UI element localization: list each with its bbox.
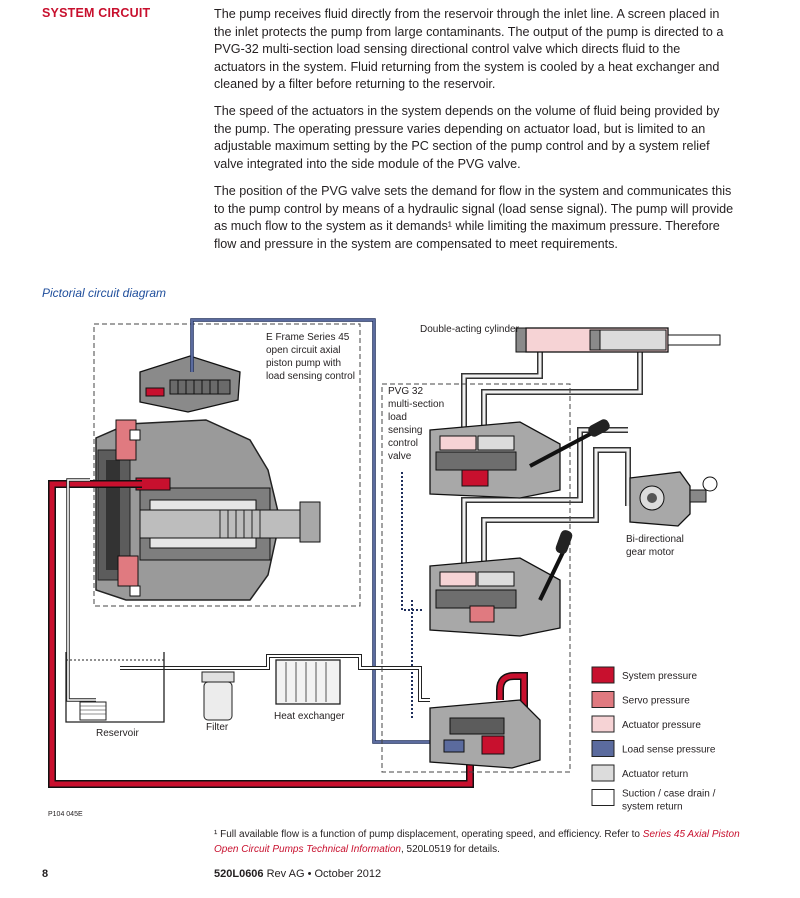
legend-swatch-3 [591,740,615,757]
footnote-text-before: Full available flow is a function of pum… [217,829,643,840]
legend-label-4: Actuator return [622,769,688,780]
pump-label: E Frame Series 45 open circuit axial pis… [266,332,355,382]
filter-label: Filter [206,722,229,733]
legend-label-2: Actuator pressure [622,720,701,731]
legend-swatch-2 [591,715,615,733]
paragraph-1: The pump receives fluid directly from th… [214,7,724,92]
legend-label-0: System pressure [622,671,697,682]
legend-swatch-4 [591,764,615,782]
doc-code: 520L0606 [214,868,264,880]
figure-id: P104 045E [48,811,83,818]
page-number: 8 [42,868,49,880]
figure-caption: Pictorial circuit diagram [42,286,167,300]
cylinder-label: Double-acting cylinder [420,324,520,335]
reservoir [65,652,165,723]
legend-swatch-0 [591,666,615,684]
double-acting-cylinder [515,327,721,353]
filter [201,671,235,721]
legend-label-5: Suction / case drain /system return [622,789,716,813]
paragraph-2: The speed of the actuators in the system… [214,104,720,171]
legend-label-1: Servo pressure [622,696,690,707]
pvg-label: PVG 32 multi-section load sensing contro… [388,386,447,462]
pictorial-circuit-diagram: E Frame Series 45 open circuit axial pis… [48,318,721,818]
load-sense-line [190,318,440,744]
doc-revision: Rev AG • October 2012 [263,868,382,880]
legend-label-3: Load sense pressure [622,745,716,756]
doc-reference: 520L0606 Rev AG • October 2012 [214,868,381,880]
legend-swatch-5 [591,789,615,806]
heat-exchanger-label: Heat exchanger [274,711,345,722]
heat-exchanger [275,659,341,705]
footnote-ref-link[interactable]: Series 45 Axial Piston Open Circuit Pump… [214,829,740,855]
legend-swatch-1 [591,691,615,708]
section-title: SYSTEM CIRCUIT [42,6,151,20]
return-line [120,654,430,702]
footnote-text-after: , 520L0519 for details. [400,844,500,855]
motor-label: Bi-directional gear motor [626,534,687,558]
reservoir-label: Reservoir [96,728,139,739]
pvg-valve [381,383,610,773]
paragraph-3: The position of the PVG valve sets the d… [214,184,734,251]
footnote: ¹ Full available flow is a function of p… [214,827,754,857]
piston-pump [93,323,361,607]
footnote-marker: ¹ [214,829,218,840]
gear-motor [629,471,718,527]
